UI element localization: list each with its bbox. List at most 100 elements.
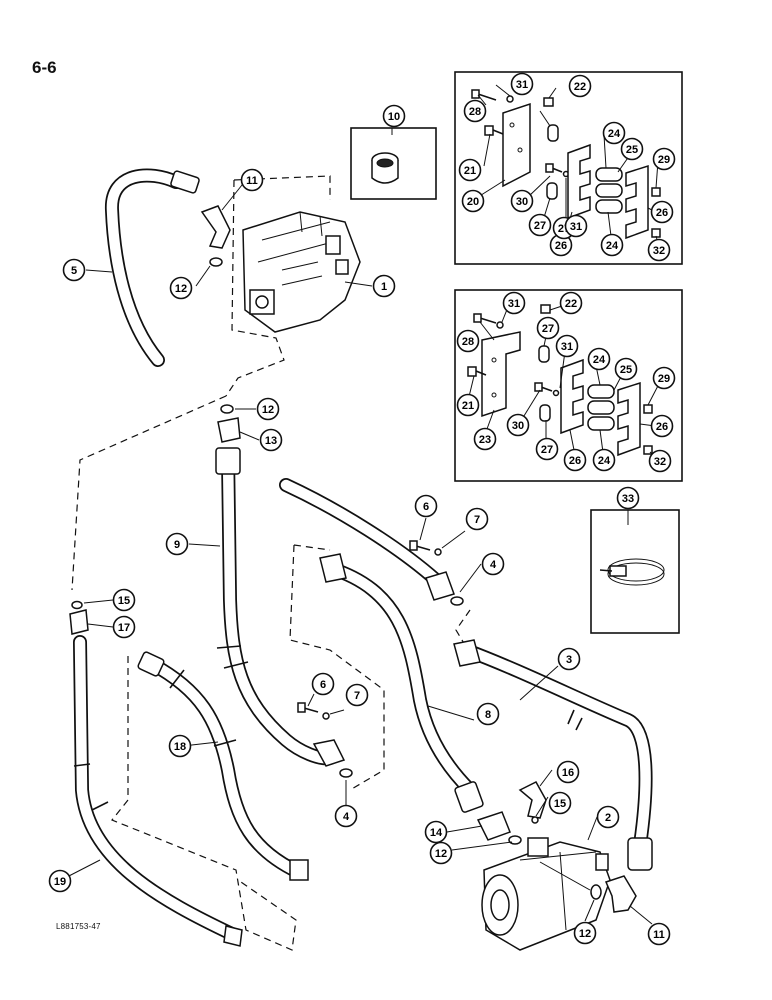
dashed-routing-upper xyxy=(71,175,331,591)
callout-label: 13 xyxy=(265,435,277,447)
callout-26: 26 xyxy=(650,414,674,438)
callout-label: 19 xyxy=(54,876,66,888)
callout-25: 25 xyxy=(620,137,644,161)
callout-28: 28 xyxy=(463,99,487,123)
inset-33-hose-clamp xyxy=(590,509,680,634)
callout-26: 26 xyxy=(549,233,573,257)
callout-label: 10 xyxy=(388,111,400,123)
callout-8: 8 xyxy=(476,702,500,726)
callout-22: 22 xyxy=(568,74,592,98)
callout-6: 6 xyxy=(414,494,438,518)
callout-29: 29 xyxy=(652,366,676,390)
callout-21: 21 xyxy=(456,393,480,417)
callout-20: 20 xyxy=(461,189,485,213)
callout-label: 32 xyxy=(654,456,666,468)
callout-label: 11 xyxy=(246,175,258,187)
callout-label: 26 xyxy=(656,421,668,433)
callout-label: 2 xyxy=(605,812,611,824)
elbow-11-upper xyxy=(200,205,231,249)
callout-label: 21 xyxy=(462,400,474,412)
callout-label: 29 xyxy=(658,373,670,385)
callout-label: 6 xyxy=(320,679,326,691)
callout-15: 15 xyxy=(548,791,572,815)
callout-3: 3 xyxy=(557,647,581,671)
callout-5: 5 xyxy=(62,258,86,282)
callout-label: 26 xyxy=(555,240,567,252)
callout-11: 11 xyxy=(647,922,671,946)
callout-label: 30 xyxy=(512,420,524,432)
callout-26: 26 xyxy=(563,448,587,472)
callout-22: 22 xyxy=(559,291,583,315)
hose-18 xyxy=(137,651,309,881)
callout-18: 18 xyxy=(168,734,192,758)
hose-9 xyxy=(215,447,346,767)
callout-7: 7 xyxy=(345,683,369,707)
callout-32: 32 xyxy=(647,238,671,262)
callout-label: 17 xyxy=(118,622,130,634)
callout-label: 8 xyxy=(485,709,491,721)
callout-label: 22 xyxy=(565,298,577,310)
callout-circles: 1234456677891011111212121213141515161718… xyxy=(48,72,676,946)
callout-12: 12 xyxy=(256,397,280,421)
hose-8 xyxy=(319,553,484,813)
callout-label: 11 xyxy=(653,929,665,941)
callout-label: 28 xyxy=(469,106,481,118)
callout-6: 6 xyxy=(311,672,335,696)
callout-24: 24 xyxy=(587,347,611,371)
callout-label: 3 xyxy=(566,654,572,666)
callout-24: 24 xyxy=(602,121,626,145)
callout-25: 25 xyxy=(614,357,638,381)
drawing-code: L881753-47 xyxy=(56,922,101,931)
pump-2-lower xyxy=(481,837,611,951)
callout-23: 23 xyxy=(473,427,497,451)
callout-2: 2 xyxy=(596,805,620,829)
inset-10-bushing xyxy=(350,127,437,200)
callout-14: 14 xyxy=(424,820,448,844)
callout-12: 12 xyxy=(573,921,597,945)
callout-label: 6 xyxy=(423,501,429,513)
callout-label: 33 xyxy=(622,493,634,505)
callout-label: 21 xyxy=(464,165,476,177)
hose-5 xyxy=(105,168,200,367)
valve-pump-upper xyxy=(242,211,361,333)
callout-27: 27 xyxy=(536,316,560,340)
callout-29: 29 xyxy=(652,147,676,171)
elbow-16 xyxy=(518,781,547,819)
callout-label: 12 xyxy=(435,848,447,860)
callout-30: 30 xyxy=(506,413,530,437)
callout-label: 29 xyxy=(658,154,670,166)
bracket-kit-lower-panel xyxy=(454,289,683,482)
callout-label: 24 xyxy=(606,240,619,252)
callout-label: 9 xyxy=(174,539,180,551)
callout-label: 5 xyxy=(71,265,77,277)
fitting-13 xyxy=(217,417,241,443)
callout-label: 30 xyxy=(516,196,528,208)
callout-15: 15 xyxy=(112,588,136,612)
callout-33: 33 xyxy=(616,486,640,510)
callout-24: 24 xyxy=(592,448,616,472)
callout-label: 1 xyxy=(381,281,387,293)
callout-label: 26 xyxy=(656,207,668,219)
callout-label: 15 xyxy=(118,595,130,607)
callout-13: 13 xyxy=(259,428,283,452)
callout-4: 4 xyxy=(334,804,358,828)
callout-label: 7 xyxy=(354,690,360,702)
callout-31: 31 xyxy=(510,72,534,96)
callout-label: 22 xyxy=(574,81,586,93)
callout-label: 16 xyxy=(562,767,574,779)
callout-4: 4 xyxy=(481,552,505,576)
callout-27: 27 xyxy=(535,437,559,461)
o-ring-12-upper xyxy=(209,257,223,267)
callout-label: 31 xyxy=(561,341,573,353)
callout-10: 10 xyxy=(382,104,406,128)
callout-label: 31 xyxy=(508,298,520,310)
fitting-14 xyxy=(476,811,511,841)
callout-label: 14 xyxy=(430,827,443,839)
callout-label: 25 xyxy=(626,144,638,156)
callout-label: 24 xyxy=(598,455,611,467)
callout-label: 12 xyxy=(579,928,591,940)
callout-12: 12 xyxy=(169,276,193,300)
callout-31: 31 xyxy=(555,334,579,358)
hose-3-upper xyxy=(279,478,455,601)
